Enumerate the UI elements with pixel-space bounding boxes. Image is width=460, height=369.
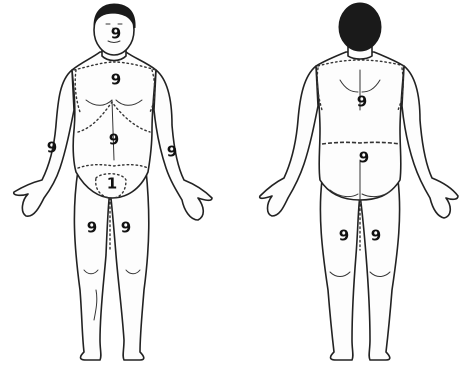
front-left-arm-percent: 9 [167,143,177,161]
back-view-figure: 9 9 9 9 [260,3,458,360]
front-right-arm [14,70,74,216]
back-left-leg [320,180,360,360]
back-lower-back-percent: 9 [359,149,369,167]
back-upper-back-percent: 9 [357,93,367,111]
front-head-percent: 9 [111,25,121,43]
front-perineum-percent: 1 [107,175,117,193]
back-left-leg-percent: 9 [339,227,349,245]
back-right-leg-percent: 9 [371,227,381,245]
back-right-arm [402,66,458,218]
front-right-arm-percent: 9 [47,139,57,157]
back-right-leg [360,180,400,360]
front-abdomen-percent: 9 [109,131,119,149]
front-left-arm [154,70,212,220]
front-view-figure: 9 9 9 9 9 1 9 9 [14,4,212,360]
back-left-arm [260,66,318,216]
front-right-leg [74,170,110,360]
front-left-leg-percent: 9 [121,219,131,237]
front-chest-percent: 9 [111,71,121,89]
back-head [339,3,381,51]
front-right-leg-percent: 9 [87,219,97,237]
